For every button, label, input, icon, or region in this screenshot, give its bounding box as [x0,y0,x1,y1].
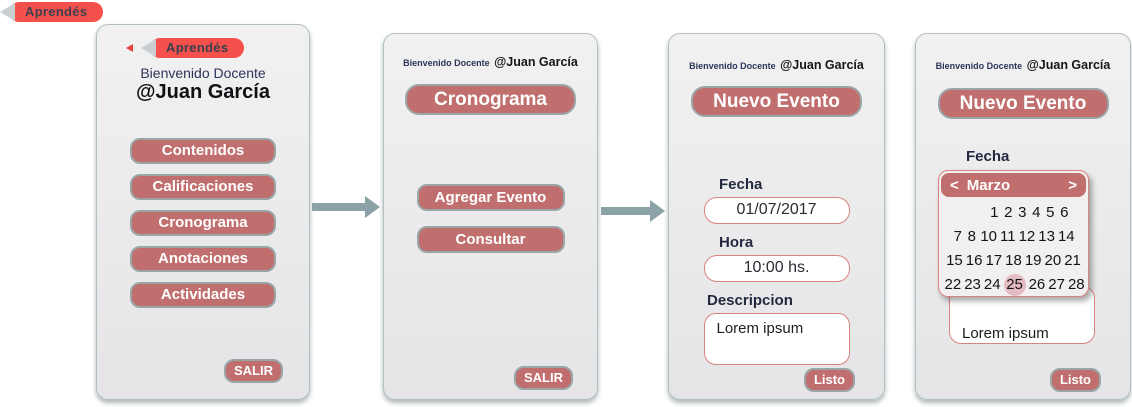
app-logo: Aprendés [0,2,104,22]
menu-button-cronograma[interactable]: Cronograma [130,210,276,236]
hora-input[interactable]: 10:00 hs. [703,255,850,282]
fecha-label: Fecha [966,148,1010,165]
calendar-day[interactable]: 3 [1018,204,1027,221]
app-logo-label: Aprendés [150,38,245,58]
welcome-text: Bienvenido Docente [140,65,266,81]
calendar-day[interactable]: 5 [1046,204,1055,221]
calendar-day[interactable]: 22 [944,276,962,293]
calendar-day[interactable]: 27 [1048,276,1065,293]
app-logo-screen1: Aprendés [126,38,245,58]
listo-button[interactable]: Listo [803,368,855,392]
calendar-day[interactable]: 2 [1004,204,1013,221]
calendar-day[interactable]: 12 [1018,228,1036,245]
nuevo-evento-title-button[interactable]: Nuevo Evento [937,88,1109,119]
event-form: Fecha 01/07/2017 Hora 10:00 hs. Descripc… [669,176,884,365]
calendar-day[interactable]: 4 [1032,204,1041,221]
screen-cronograma: Bienvenido Docente @Juan García Cronogra… [383,33,598,400]
menu-button-calificaciones[interactable]: Calificaciones [130,174,276,200]
pencil-icon [126,39,156,57]
calendar-day[interactable]: 21 [1064,252,1081,269]
calendar-day[interactable]: 13 [1038,228,1055,245]
hora-label: Hora [719,234,754,251]
arrow-head-icon [650,200,665,222]
calendar-day[interactable]: 1 [990,204,999,221]
welcome-text: Bienvenido Docente [935,61,1023,71]
calendar-day[interactable]: 20 [1044,252,1062,269]
calendar-day[interactable]: 18 [1005,252,1022,269]
menu-button-anotaciones[interactable]: Anotaciones [130,246,276,272]
descripcion-input[interactable]: Lorem ipsum [703,313,850,365]
calendar-day[interactable]: 10 [980,228,998,245]
arrow-head-icon [365,196,380,218]
calendar-prev-button[interactable]: < [950,176,959,194]
screen-home: Aprendés Bienvenido Docente @Juan García… [96,24,310,400]
fecha-label: Fecha [719,176,763,193]
calendar-month-label: Marzo [966,176,1011,194]
calendar-day[interactable]: 26 [1028,276,1046,293]
calendar-day[interactable]: 19 [1024,252,1042,269]
welcome-text: Bienvenido Docente [689,61,776,71]
home-menu: Contenidos Calificaciones Cronograma Ano… [97,138,309,318]
calendar-day[interactable]: 24 [983,276,1001,293]
salir-button[interactable]: SALIR [224,359,283,383]
flow-arrow [601,200,665,222]
menu-button-actividades[interactable]: Actividades [130,282,276,308]
calendar-day[interactable]: 14 [1057,228,1075,245]
calendar-day[interactable]: 6 [1060,204,1069,221]
agregar-evento-button[interactable]: Agregar Evento [416,184,565,211]
listo-button[interactable]: Listo [1049,368,1101,392]
welcome-text: Bienvenido Docente [403,58,490,68]
calendar-day[interactable]: 7 [953,228,962,245]
nuevo-evento-title-button[interactable]: Nuevo Evento [691,86,862,117]
menu-button-contenidos[interactable]: Contenidos [130,138,276,164]
consultar-button[interactable]: Consultar [416,226,565,253]
flow-arrow [312,196,380,218]
calendar-day-selected[interactable]: 25 [1003,274,1026,296]
pencil-icon [0,3,15,21]
username-text: @Juan García [494,55,578,69]
fecha-input[interactable]: 01/07/2017 [703,197,850,224]
welcome-line: Bienvenido Docente @Juan García [669,56,884,74]
calendar-header: < Marzo > [941,173,1086,197]
arrow-shaft [601,207,650,215]
cronograma-title-button[interactable]: Cronograma [405,84,576,115]
calendar-next-button[interactable]: > [1068,176,1077,194]
salir-button[interactable]: SALIR [514,366,573,390]
screen-nuevo-evento: Bienvenido Docente @Juan García Nuevo Ev… [668,33,885,400]
cronograma-actions: Agregar Evento Consultar [384,184,597,268]
calendar-day[interactable]: 11 [1000,228,1016,245]
calendar-day[interactable]: 23 [964,276,981,293]
username-text: @Juan García [1026,58,1111,72]
pencil-tip-icon [126,44,133,52]
calendar-day[interactable]: 16 [965,252,983,269]
screen-nuevo-evento-calendar: Bienvenido Docente @Juan García Nuevo Ev… [915,33,1131,400]
welcome-line: Bienvenido Docente @Juan García [916,56,1130,74]
calendar-day[interactable]: 17 [985,252,1003,269]
username-text: @Juan García [780,58,864,72]
calendar-day[interactable]: 28 [1067,276,1085,293]
calendar-day[interactable]: 15 [946,252,963,269]
calendar-day[interactable]: 8 [967,228,976,245]
welcome-line: Bienvenido Docente @Juan García [384,53,597,71]
arrow-shaft [312,203,365,211]
app-logo-label: Aprendés [9,2,104,22]
descripcion-label: Descripcion [707,292,793,309]
descripcion-value: Lorem ipsum [962,325,1049,342]
username-text: @Juan García [135,81,270,103]
